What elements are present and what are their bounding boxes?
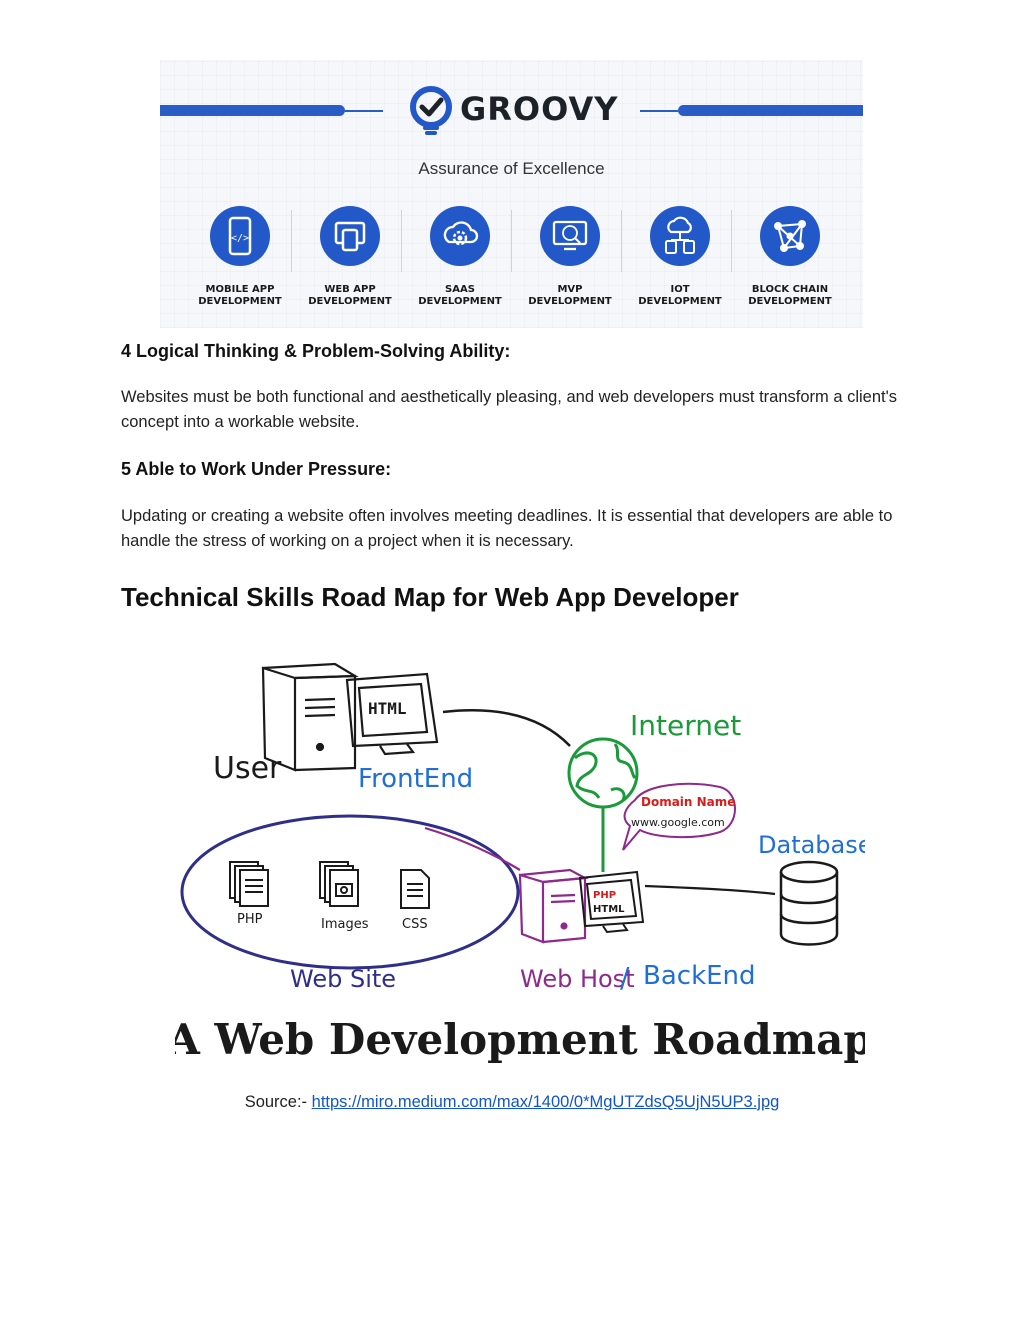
service-label-line1: WEB APP (324, 284, 376, 295)
frontend-label: FrontEnd (358, 764, 473, 794)
source-link[interactable]: https://miro.medium.com/max/1400/0*MgUTZ… (311, 1093, 780, 1111)
internet-globe-icon (567, 737, 639, 809)
mvp-monitor-icon (540, 206, 600, 266)
database-cylinder-icon (779, 860, 839, 946)
right-accent-line (640, 110, 678, 112)
service-label-line2: DEVELOPMENT (638, 296, 722, 307)
service-divider (731, 210, 732, 272)
source-label: Source:- (244, 1093, 312, 1111)
left-accent-bar (160, 105, 345, 116)
roadmap-heading: Technical Skills Road Map for Web App De… (121, 582, 739, 612)
service-label-line2: DEVELOPMENT (198, 296, 282, 307)
user-computer-tower (261, 662, 359, 772)
groovy-banner: GROOVY Assurance of Excellence </> MOBIL… (160, 60, 863, 328)
website-ellipse (180, 814, 520, 970)
service-label-line1: MVP (557, 284, 583, 295)
images-files-label: Images (321, 917, 369, 932)
domain-name-bubble (622, 782, 736, 851)
database-label: Database (758, 831, 865, 859)
service-label-line2: DEVELOPMENT (308, 296, 392, 307)
section-5-heading: 5 Able to Work Under Pressure: (121, 459, 392, 479)
section-5-text: Updating or creating a website often inv… (121, 507, 893, 550)
logo-row: GROOVY (160, 86, 863, 136)
images-files-icon (319, 861, 359, 907)
brand-name: GROOVY (460, 90, 619, 128)
banner-texture (160, 60, 863, 328)
webhost-label: Web Host (520, 965, 635, 993)
section-4-text: Websites must be both functional and aes… (121, 388, 898, 431)
service-label-line1: BLOCK CHAIN (751, 284, 829, 295)
website-label: Web Site (290, 965, 396, 993)
user-label: User (213, 751, 282, 786)
tagline: Assurance of Excellence (418, 159, 605, 178)
user-monitor (345, 672, 439, 756)
section-4-heading: 4 Logical Thinking & Problem-Solving Abi… (121, 341, 511, 361)
svg-text:</>: </> (231, 233, 249, 244)
devices-icon (320, 206, 380, 266)
source-line: Source:- https://miro.medium.com/max/140… (0, 1093, 1024, 1112)
web-development-roadmap-diagram: HTML User FrontEnd Internet Domain Name … (175, 662, 865, 1064)
service-divider (291, 210, 292, 272)
service-label-line1: SAAS (445, 284, 475, 295)
cloud-gear-icon (430, 206, 490, 266)
css-file-icon (400, 869, 430, 909)
php-files-label: PHP (237, 912, 263, 927)
service-divider (621, 210, 622, 272)
service-label-line2: DEVELOPMENT (528, 296, 612, 307)
backend-label: BackEnd (643, 961, 756, 991)
css-file-label: CSS (402, 917, 428, 932)
frontend-to-internet-line (442, 709, 571, 747)
cloud-devices-icon (650, 206, 710, 266)
service-divider (511, 210, 512, 272)
diagram-title: A Web Development Roadmap (175, 1015, 865, 1064)
service-label-line2: DEVELOPMENT (418, 296, 502, 307)
monitor-screen-text: HTML (368, 699, 407, 718)
mobile-code-icon: </> (210, 206, 270, 266)
right-accent-bar (678, 105, 863, 116)
service-label-line1: MOBILE APP (205, 284, 275, 295)
internet-label: Internet (630, 709, 741, 742)
server-screen-php: PHP (593, 890, 616, 901)
slash-separator: / (620, 961, 630, 994)
web-host-server-tower (518, 868, 589, 944)
web-host-monitor (578, 870, 645, 934)
service-label-line2: DEVELOPMENT (748, 296, 832, 307)
service-label-line1: IOT (670, 284, 690, 295)
website-to-host-line (424, 826, 521, 871)
php-files-icon (229, 861, 269, 907)
network-nodes-icon (760, 206, 820, 266)
domain-name-title: Domain Name (641, 795, 735, 809)
groovy-logo-icon (410, 86, 452, 135)
host-to-database-line (644, 884, 776, 896)
service-divider (401, 210, 402, 272)
server-screen-html: HTML (593, 904, 625, 915)
left-accent-line (345, 110, 383, 112)
domain-name-url: www.google.com (631, 816, 725, 829)
